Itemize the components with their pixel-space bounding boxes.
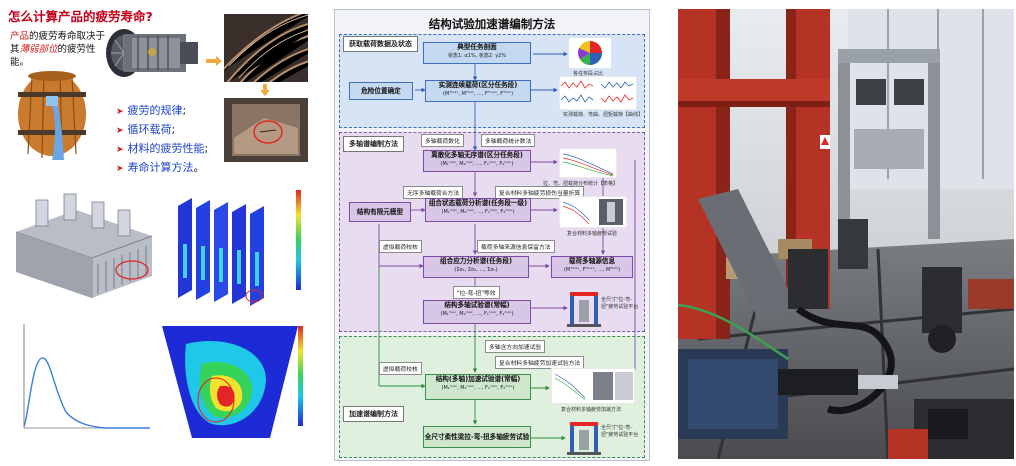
discrete-caption: 拉、弯、扭载荷分布统计【表格】 (543, 181, 619, 187)
component-cad-model (15, 193, 153, 298)
box-measured-load: 实测连续载荷(区分任务段) (Mᵀᵐᵃˣ, Mᵀᵐⁱⁿ, ..., Fᵀᵐᵃˣ,… (425, 80, 531, 102)
bullet-arrow-icon: ➤ (116, 107, 124, 117)
box-mission-profile: 典型任务剖面 状态1: α1%, 状态2: γ2% (423, 42, 531, 64)
jet-engine-illustration (106, 29, 198, 77)
intro-text: 产品的疲劳寿命取决于其薄弱部位的疲劳性能。 (10, 30, 106, 69)
slide-title: 怎么计算产品的疲劳寿命? (8, 9, 153, 24)
section-label-acquire: 获取载荷数据及状态 (343, 36, 418, 52)
accelerated-spectrum-flowchart: 结构试验加速谱编制方法 获取载荷数据及状态 多轴谱编制方法 加速谱编制方法 (334, 9, 650, 461)
box-fe-model: 结构有限元模型 (349, 202, 411, 222)
tag-direction-load: 多轴含方向加速试验 (485, 340, 546, 353)
load-distribution-thumb (559, 148, 617, 178)
intro-weak-part: 薄弱部位 (19, 44, 58, 55)
topic-item: ➤材料的疲劳性能; (116, 142, 209, 155)
arrow-right-icon (206, 56, 222, 66)
tag-info-retention: 载荷多轴来源信息保留方法 (477, 240, 555, 253)
test-rig-photo (678, 9, 1014, 459)
bullet-arrow-icon: ➤ (116, 145, 124, 155)
box-discrete-load: 离散化多轴无序谱(区分任务段) (M₁ᵐᵃˣ, M₂ᵐᵃˣ, ..., F₁ᵐᵃ… (423, 150, 531, 172)
arrow-down-icon (260, 84, 270, 96)
pie-caption: 各任务段占比 (573, 71, 604, 77)
tag-flight-statistics: 多轴载荷统计数法 (481, 134, 536, 147)
tag-equivalence-pull: "拉-弯-扭"等效 (453, 286, 500, 299)
box-fullscale-test: 全尺寸柔性梁拉-弯-扭多轴疲劳试验 (423, 426, 531, 448)
section-label-multiaxial: 多轴谱编制方法 (343, 136, 404, 152)
box-danger-position: 危险位置确定 (349, 82, 413, 100)
tag-virtual-check-2: 虚拟载荷校核 (379, 362, 422, 375)
turbine-blades-photo (224, 14, 308, 82)
bullet-arrow-icon: ➤ (116, 164, 124, 174)
box-structural-multiaxial: 结构多轴试验谱(常幅) (M₁ᵐᵃˣ, M₂ᵐᵃˣ, ..., F₁ᵐᵃˣ, F… (423, 300, 531, 324)
fatigue-topics-list: ➤疲劳的规律; ➤循环载荷; ➤材料的疲劳性能; ➤寿命计算方法。 (116, 102, 208, 178)
barrel-illustration (18, 71, 86, 160)
accel-caption: 复合材料多轴疲劳加速方法 (561, 407, 622, 413)
material-caption: 复合材料多轴疲劳试验 (567, 231, 618, 237)
intro-end: 的疲劳性能。 (10, 44, 96, 68)
fatigue-life-slide: 怎么计算产品的疲劳寿命? 产品的疲劳寿命取决于其薄弱部位的疲劳性能。 (0, 0, 312, 466)
topic-item: ➤疲劳的规律; (116, 104, 187, 117)
test-platform-thumb (567, 292, 601, 327)
topic-item: ➤寿命计算方法。 (116, 161, 205, 174)
flowchart-title: 结构试验加速谱编制方法 (428, 17, 556, 31)
distribution-curve-plot (10, 320, 154, 446)
measured-caption: 实测载荷、弯曲、扭矩载荷【曲线】 (563, 112, 644, 118)
section-label-accelerated: 加速谱编制方法 (343, 406, 404, 422)
mission-pie-thumb (569, 38, 611, 68)
tag-material-accel: 复合材料多轴疲劳加速试验方法 (495, 356, 585, 369)
stress-hotspot-contour (156, 320, 308, 446)
fe-stress-plates (158, 184, 308, 308)
accel-method-thumb (551, 368, 635, 404)
cracked-blade-photo (224, 98, 308, 162)
box-combined-stress: 组合应力分析谱(任务段) (Σσ₁, Σσ₂, ..., Σσₙ) (423, 256, 529, 278)
tag-fe-validation: 虚拟载荷校核 (379, 240, 422, 253)
bullet-arrow-icon: ➤ (116, 126, 124, 136)
box-structural-accelerated: 结构(多轴)加速试验谱(常幅) (M₁ᵐᵃˣ, M₂ᵐᵃˣ, ..., F₁ᵐᵃ… (425, 374, 531, 400)
material-test-thumb (559, 196, 627, 228)
intro-middle: 的疲劳寿命取决于其 (10, 31, 106, 55)
fullscale-platform-thumb (567, 422, 601, 455)
box-multiaxial-source: 载荷多轴源信息 (Mᵀᵐᵃˣ, Fᵀᵐᵃˣ, ..., Mᵀᵐⁱⁿ) (551, 256, 633, 278)
topic-item: ➤循环载荷; (116, 123, 176, 136)
platform-caption: 全尺寸"拉-弯-扭"疲劳试验平台 (601, 297, 639, 310)
measured-signal-thumb (559, 76, 637, 110)
intro-product: 产品 (10, 31, 30, 42)
tag-load-statistics: 多轴载荷数化 (421, 134, 464, 147)
fullscale-caption: 全尺寸"拉-弯-扭"疲劳试验平台 (601, 425, 639, 438)
test-rig-scene (678, 9, 1014, 459)
box-combined-state: 组合状态载荷分析谱(任务段一级) (M₁ᵐᵃˣ, M₂ᵐᵃˣ, ..., F₁ᵐ… (425, 198, 531, 222)
